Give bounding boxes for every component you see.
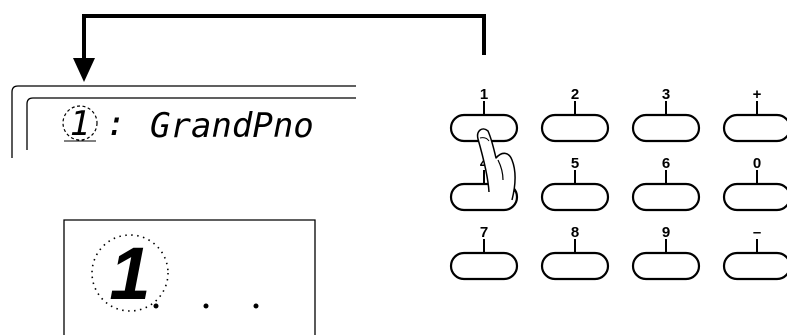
key-button[interactable] — [631, 251, 701, 281]
key-label: 0 — [753, 155, 761, 172]
pressing-finger-icon — [476, 128, 516, 201]
key-12[interactable]: – — [722, 224, 787, 281]
key-button[interactable] — [722, 251, 787, 281]
key-label: 7 — [480, 224, 488, 241]
key-button[interactable] — [540, 251, 610, 281]
led-dot — [203, 303, 209, 309]
lcd-outer-frame — [11, 85, 356, 158]
led-dot — [253, 303, 259, 309]
led-frame — [63, 219, 316, 335]
key-button[interactable] — [540, 113, 610, 143]
led-digit: 1 — [109, 232, 150, 315]
key-9[interactable]: 7 — [449, 224, 519, 281]
key-label: 3 — [662, 86, 670, 103]
lcd-voice-name: GrandPno — [150, 106, 314, 146]
key-button[interactable] — [722, 182, 787, 212]
led-display: 1 — [63, 219, 316, 335]
key-label: 5 — [571, 155, 579, 172]
key-2[interactable]: 2 — [540, 86, 610, 143]
led-dot — [153, 303, 159, 309]
lcd-inner-frame — [26, 97, 356, 150]
key-4[interactable]: + — [722, 86, 787, 143]
key-label: 9 — [662, 224, 670, 241]
key-label: + — [753, 86, 762, 103]
connector-arrow — [73, 14, 486, 82]
key-6[interactable]: 5 — [540, 155, 610, 212]
numeric-keypad: 123+4560789– — [449, 86, 787, 281]
lcd-separator: : — [106, 104, 126, 144]
lcd-display: 1 : GrandPno — [11, 85, 356, 158]
key-button[interactable] — [540, 182, 610, 212]
arrow-line — [82, 14, 486, 70]
key-label: 8 — [571, 224, 579, 241]
key-button[interactable] — [631, 182, 701, 212]
key-button[interactable] — [722, 113, 787, 143]
key-3[interactable]: 3 — [631, 86, 701, 143]
key-button[interactable] — [449, 251, 519, 281]
key-1[interactable]: 1 — [449, 86, 519, 143]
key-button[interactable] — [631, 113, 701, 143]
key-label: 1 — [480, 86, 488, 103]
led-highlight-circle — [91, 234, 169, 312]
arrow-head — [73, 58, 95, 82]
key-label: – — [753, 224, 761, 241]
key-label: 6 — [662, 155, 670, 172]
lcd-voice-number: 1 — [70, 104, 90, 144]
key-11[interactable]: 9 — [631, 224, 701, 281]
key-label: 2 — [571, 86, 579, 103]
key-7[interactable]: 6 — [631, 155, 701, 212]
highlight-circle — [62, 105, 98, 141]
key-10[interactable]: 8 — [540, 224, 610, 281]
key-8[interactable]: 0 — [722, 155, 787, 212]
